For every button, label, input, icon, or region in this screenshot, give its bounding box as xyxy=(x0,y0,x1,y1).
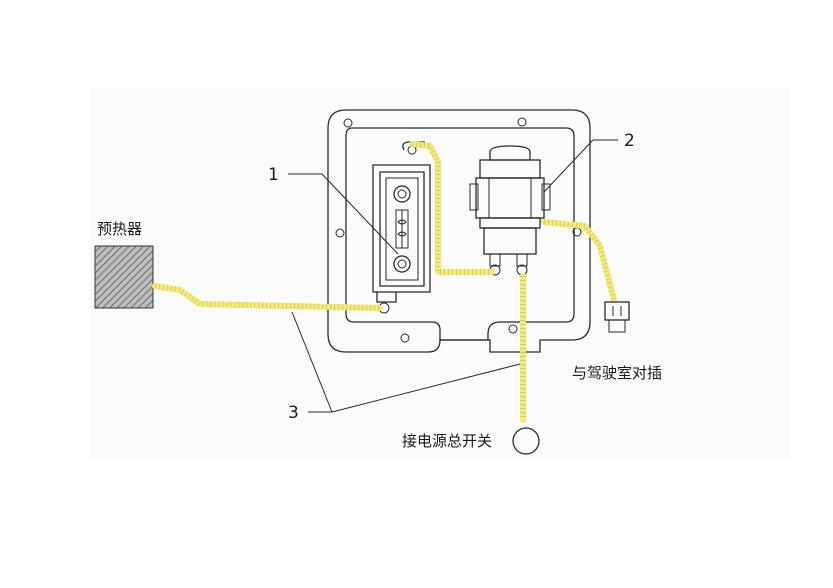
callout-2-leader xyxy=(543,139,594,193)
callout-3-leader xyxy=(331,363,521,413)
cab-plug-label: 与驾驶室对插 xyxy=(572,364,662,382)
preheater-label: 预热器 xyxy=(97,220,142,238)
power-switch-symbol xyxy=(512,427,540,455)
callout-2-number: 2 xyxy=(624,131,635,151)
mounting-hole xyxy=(517,117,527,127)
mounting-plate-inner xyxy=(345,127,575,341)
relay-unit xyxy=(469,145,551,276)
callout-1-number: 1 xyxy=(268,165,279,185)
wire-harness xyxy=(152,141,617,423)
callout-1-leader xyxy=(321,173,399,255)
preheater-block xyxy=(94,245,154,309)
callout-3-number: 3 xyxy=(288,403,299,423)
mounting-hole xyxy=(508,324,518,334)
mounting-plate-outer xyxy=(327,109,591,353)
callout-3-leader xyxy=(291,311,333,413)
cab-connector-plug xyxy=(604,301,630,333)
mounting-hole xyxy=(335,228,345,238)
mounting-hole xyxy=(400,333,410,343)
power-switch-label: 接电源总开关 xyxy=(402,432,492,450)
mounting-hole xyxy=(343,118,353,128)
